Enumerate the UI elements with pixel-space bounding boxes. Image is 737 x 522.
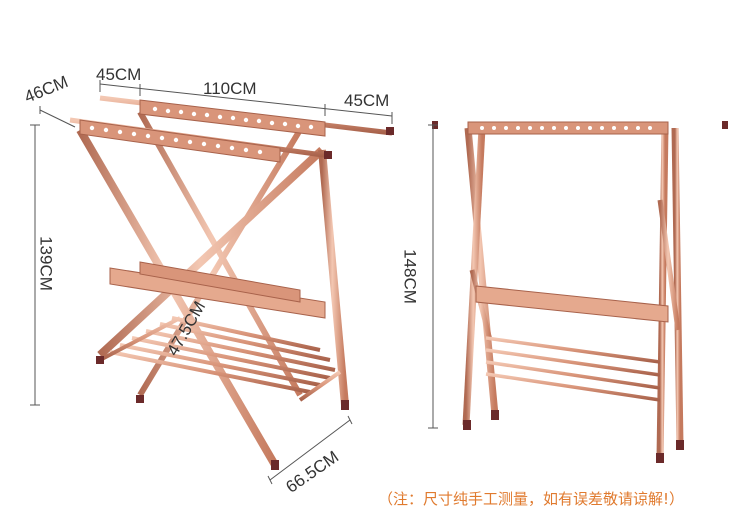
foot-cap <box>463 420 471 430</box>
left-height-label: 139CM <box>36 236 56 291</box>
left-rack <box>69 95 394 470</box>
foot-cap <box>676 440 684 450</box>
foot-cap <box>136 395 144 403</box>
right-extension-label: 45CM <box>344 91 390 110</box>
foot-cap <box>656 453 664 463</box>
measurement-note: （注：尺寸纯手工测量，如有误差敬请谅解!） <box>378 490 685 508</box>
middle-crossbar <box>109 261 326 319</box>
bottom-shelf <box>99 316 342 402</box>
left-rack-dimension-lines <box>30 80 393 485</box>
bottom-shelf <box>484 334 661 402</box>
middle-crossbar <box>475 285 669 323</box>
top-hanging-bar <box>432 121 728 135</box>
right-rack-dimension-lines <box>428 124 438 429</box>
top-hanging-bar-front <box>69 117 332 163</box>
foot-cap <box>96 356 104 364</box>
right-height-label: 148CM <box>400 249 420 304</box>
foot-cap <box>341 400 349 410</box>
foot-cap <box>271 460 279 470</box>
main-width-label: 110CM <box>203 79 257 98</box>
right-rack <box>432 121 728 463</box>
top-hanging-bar-back <box>99 95 394 137</box>
foot-cap <box>491 410 499 420</box>
left-extension-label: 45CM <box>96 65 142 84</box>
